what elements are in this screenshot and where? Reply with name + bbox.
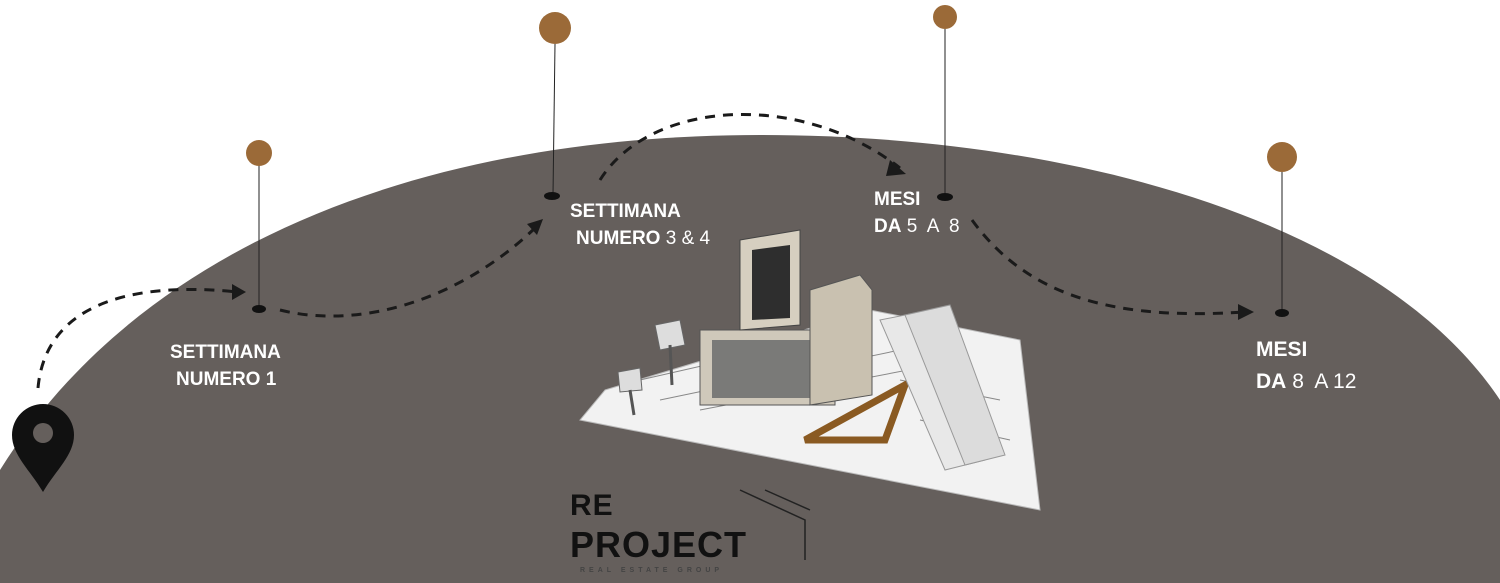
milestone-2-subtitle: NUMERO <box>576 228 661 249</box>
milestone-1-title: SETTIMANA <box>170 342 281 363</box>
logo-bottom-text: PROJECT <box>570 524 748 565</box>
milestone-2-range: 3 & 4 <box>665 228 711 249</box>
milestone-4-range: 8 A 12 <box>1292 370 1357 393</box>
house-blueprint-illustration <box>579 229 1041 511</box>
milestone-pins <box>246 5 1297 172</box>
logo-tagline: REAL ESTATE GROUP <box>580 567 724 574</box>
milestone-label-4: MESI DA 8 A 12 <box>1256 334 1356 398</box>
dashed-path <box>36 113 1246 389</box>
location-pin-icon <box>12 404 74 492</box>
milestone-3-range: 5 A 8 <box>906 216 960 237</box>
logo-house-outline <box>739 489 811 560</box>
arrowheads <box>232 160 1254 320</box>
milestone-3-title: MESI <box>874 189 921 210</box>
milestone-label-1: SETTIMANA NUMERO 1 <box>170 339 281 393</box>
milestone-3-subtitle: DA <box>874 216 902 237</box>
milestone-2-title: SETTIMANA <box>570 201 681 222</box>
milestone-1-subtitle: NUMERO 1 <box>176 369 277 390</box>
logo-top-text: RE <box>570 489 614 522</box>
milestone-label-2: SETTIMANA NUMERO 3 & 4 <box>570 198 710 252</box>
milestone-4-title: MESI <box>1256 338 1308 361</box>
milestone-dots <box>252 192 1289 317</box>
pin-lines <box>258 29 1283 312</box>
milestone-4-subtitle: DA <box>1256 370 1287 393</box>
reproject-logo: RE PROJECT REAL ESTATE GROUP <box>570 488 747 576</box>
milestone-label-3: MESI DA 5 A 8 <box>874 186 960 240</box>
